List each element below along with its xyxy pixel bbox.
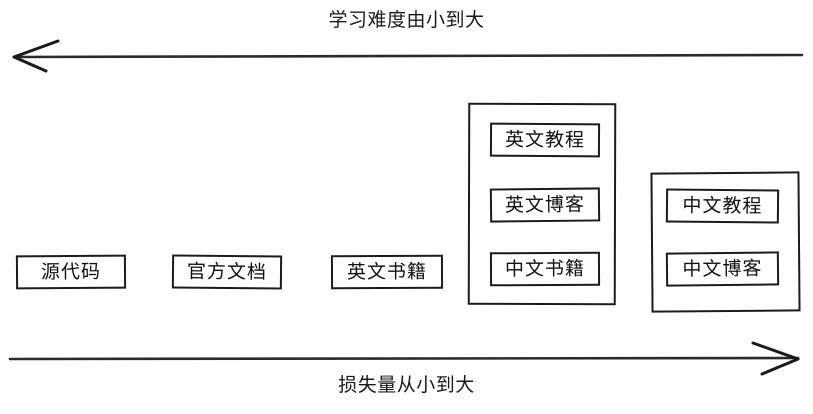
top-axis-label: 学习难度由小到大 xyxy=(328,10,485,31)
node-english-blog[interactable]: 英文博客 xyxy=(489,187,601,223)
node-label: 官方文档 xyxy=(186,261,268,283)
node-label: 中文教程 xyxy=(682,195,763,217)
right-arrow-icon xyxy=(8,341,800,376)
left-arrow-icon xyxy=(12,39,804,73)
node-chinese-blog[interactable]: 中文博客 xyxy=(665,251,780,287)
node-label: 英文博客 xyxy=(504,194,586,216)
node-english-books[interactable]: 英文书籍 xyxy=(330,254,444,290)
node-source-code[interactable]: 源代码 xyxy=(15,254,127,290)
node-label: 英文书籍 xyxy=(346,261,428,283)
node-chinese-tutorial[interactable]: 中文教程 xyxy=(665,188,780,224)
node-label: 中文博客 xyxy=(682,258,763,280)
node-label: 源代码 xyxy=(40,261,102,283)
node-english-tutorial[interactable]: 英文教程 xyxy=(489,122,601,158)
node-label: 中文书籍 xyxy=(504,258,586,280)
node-label: 英文教程 xyxy=(504,129,586,151)
node-chinese-books[interactable]: 中文书籍 xyxy=(489,251,601,287)
node-official-docs[interactable]: 官方文档 xyxy=(171,254,283,290)
bottom-axis-label: 损失量从小到大 xyxy=(338,375,475,396)
